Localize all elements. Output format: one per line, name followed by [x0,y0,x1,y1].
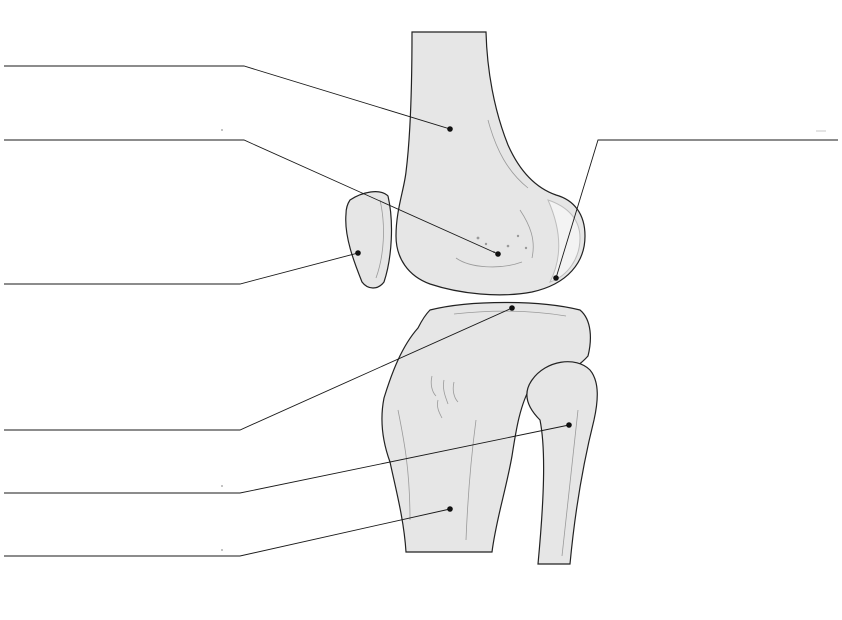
pointer-dot-1 [447,126,453,132]
patella [345,191,393,289]
femur [395,31,586,296]
tibia-shaft-ridge [465,419,477,541]
stray-marks [221,129,826,551]
tibia-outline [381,301,591,553]
leader-line-4 [555,139,838,279]
leader-line-6 [4,424,570,494]
femur-texture-dot [524,246,528,250]
femur-outline [395,31,586,296]
stray-mark [221,485,223,487]
leader-line-3 [4,252,359,285]
tibia-texture [430,375,459,419]
femur-notch-line [455,257,523,268]
pointer-dot-6 [566,422,572,428]
stray-mark [221,129,223,131]
femur-texture-dot [484,242,488,246]
femur-epicondyle-line [519,209,534,259]
tibia [381,301,591,553]
tibial-tuberosity-line [397,409,411,521]
pointer-dot-3 [355,250,361,256]
fibula-outline [526,361,598,565]
tibia-plateau-line [453,310,567,317]
leader-line-2 [4,139,499,255]
femur-texture-dot [506,244,510,248]
leader-line-1 [4,65,451,130]
pointer-dot-4 [553,275,559,281]
femur-condyle-cartilage [547,199,581,283]
femur-texture-dot [516,234,520,238]
leader-lines [4,65,838,557]
femur-texture-dot [476,236,480,240]
pointer-dot-5 [509,305,515,311]
leader-line-7 [4,508,451,557]
fibula-shaft-line [561,409,579,557]
femur-shaft-ridge [487,119,529,189]
patella-articular-line [375,199,384,279]
pointer-dot-2 [495,251,501,257]
patella-outline [345,191,393,289]
leader-line-5 [4,307,513,431]
stray-mark [221,549,223,551]
pointer-dot-7 [447,506,453,512]
fibula [526,361,598,565]
